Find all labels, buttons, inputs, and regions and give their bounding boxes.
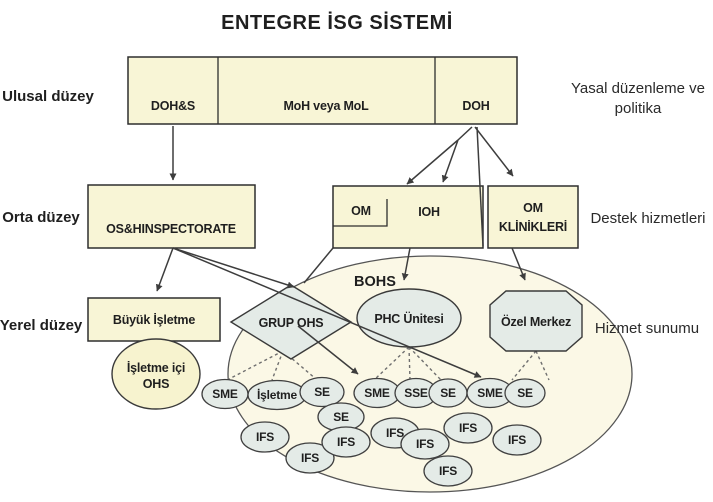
node-sme-2-label: SME <box>364 386 390 400</box>
arrow-groupohs-sme <box>297 325 359 375</box>
group-ohs-label: GRUP OHS <box>259 316 324 330</box>
node-ifs-2: IFS <box>285 442 335 474</box>
node-ifs-5: IFS <box>400 428 450 460</box>
arrow-doh-omioh-2 <box>441 139 459 183</box>
private-center-octagon: Özel Merkez <box>489 290 583 352</box>
side-label-policy-2: politika <box>615 100 662 117</box>
private-center-label: Özel Merkez <box>501 314 571 329</box>
node-ifs-1-label: IFS <box>256 430 274 444</box>
dashed-phc-sme <box>373 346 410 381</box>
om-clinics-label-1: OM <box>523 201 543 215</box>
node-sme-3: SME <box>466 377 514 409</box>
dashed-ozel-se <box>535 350 550 381</box>
small-nodes: SME İşletme SE SE SME SSE SE SME <box>201 376 546 487</box>
node-ifs-8-label: IFS <box>508 433 526 447</box>
node-se-3: SE <box>428 378 468 408</box>
level-label-local: Yerel düzey <box>0 317 83 334</box>
big-enterprise-box: Büyük İşletme <box>87 297 221 342</box>
inhouse-label-2: OHS <box>143 377 170 391</box>
node-ifs-3: IFS <box>321 426 371 458</box>
arrow-inspectorate-bigenterprise <box>155 247 174 292</box>
side-label-support: Destek hizmetleri <box>590 210 705 227</box>
node-sme-2: SME <box>353 377 401 409</box>
arrow-doh-omioh-1 <box>406 139 459 185</box>
node-ifs-3-label: IFS <box>337 435 355 449</box>
dashed-groupohs-sme <box>226 350 284 381</box>
node-ifs-7: IFS <box>423 455 473 487</box>
dashed-groupohs-isletme <box>271 350 284 381</box>
national-box: DOH&S MoH veya MoL DOH <box>127 56 518 125</box>
om-ioh-box: OM IOH <box>332 185 484 249</box>
om-clinics-box: OM KLİNİKLERİ <box>487 185 579 249</box>
side-label-delivery: Hizmet sunumu <box>595 320 699 337</box>
om-label: OM <box>351 204 371 218</box>
bohs-label: BOHS <box>354 274 396 290</box>
big-enterprise-label: Büyük İşletme <box>113 312 195 327</box>
node-sme-3-label: SME <box>477 386 503 400</box>
side-label-policy-1: Yasal düzenleme ve <box>571 80 705 97</box>
inspectorate-box: OS&HINSPECTORATE <box>87 184 256 249</box>
inhouse-ohs-circle: İşletme içi OHS <box>111 338 201 410</box>
om-clinics-label-2: KLİNİKLERİ <box>499 219 567 234</box>
phc-label: PHC Ünitesi <box>374 311 443 326</box>
doh-label: DOH <box>462 99 489 113</box>
node-ifs-5-label: IFS <box>416 437 434 451</box>
private-center-shape <box>489 290 583 352</box>
arrow-doh-trunk <box>457 126 473 141</box>
node-se-2: SE <box>317 402 365 432</box>
arrow-ioh-phc <box>401 247 411 281</box>
node-se-4-label: SE <box>517 386 533 400</box>
inspectorate-rect <box>87 184 256 249</box>
om-ioh-rect <box>332 185 484 249</box>
node-isletme: İşletme <box>247 379 307 411</box>
node-sme-1: SME <box>201 378 249 410</box>
ioh-label: IOH <box>418 205 440 219</box>
node-ifs-8: IFS <box>492 424 542 456</box>
om-clinics-rect <box>487 185 579 249</box>
arrow-omclinics-ozel <box>511 247 526 281</box>
arrows <box>155 126 526 378</box>
dohs-label: DOH&S <box>151 99 195 113</box>
national-rect <box>127 56 518 125</box>
inhouse-ellipse <box>111 338 201 410</box>
node-se-1: SE <box>299 376 345 408</box>
page-title: ENTEGRE İSG SİSTEMİ <box>221 11 453 34</box>
line-omioh-groupohs <box>303 247 334 284</box>
node-ifs-6: IFS <box>443 412 493 444</box>
inspectorate-label: OS&HINSPECTORATE <box>106 222 236 236</box>
node-ifs-4-label: IFS <box>386 426 404 440</box>
line-doh-gap <box>476 126 484 247</box>
node-se-3-label: SE <box>440 386 456 400</box>
phc-unit-ellipse: PHC Ünitesi <box>356 288 462 348</box>
node-se-4: SE <box>504 378 546 408</box>
node-ifs-1: IFS <box>240 421 290 453</box>
node-sme-1-label: SME <box>212 387 238 401</box>
node-ifs-6-label: IFS <box>459 421 477 435</box>
node-ifs-7-label: IFS <box>439 464 457 478</box>
node-sse-label: SSE <box>404 386 428 400</box>
inhouse-label-1: İşletme içi <box>127 360 185 375</box>
group-ohs-diamond: GRUP OHS <box>229 284 353 360</box>
arrow-doh-omclinics <box>474 126 514 177</box>
node-isletme-label: İşletme <box>257 387 297 402</box>
om-inner-bracket <box>333 199 388 227</box>
node-ifs-2-label: IFS <box>301 451 319 465</box>
node-se-2-label: SE <box>333 410 349 424</box>
level-label-national: Ulusal düzey <box>2 88 94 105</box>
arrow-inspectorate-groupohs <box>172 247 295 289</box>
dashed-phc-se <box>408 346 442 381</box>
moh-label: MoH veya MoL <box>283 99 369 113</box>
big-enterprise-rect <box>87 297 221 342</box>
level-label-middle: Orta düzey <box>2 209 80 226</box>
arrow-inspectorate-sme-long <box>172 247 482 378</box>
dashed-ozel-sme <box>511 350 537 381</box>
node-se-1-label: SE <box>314 385 330 399</box>
